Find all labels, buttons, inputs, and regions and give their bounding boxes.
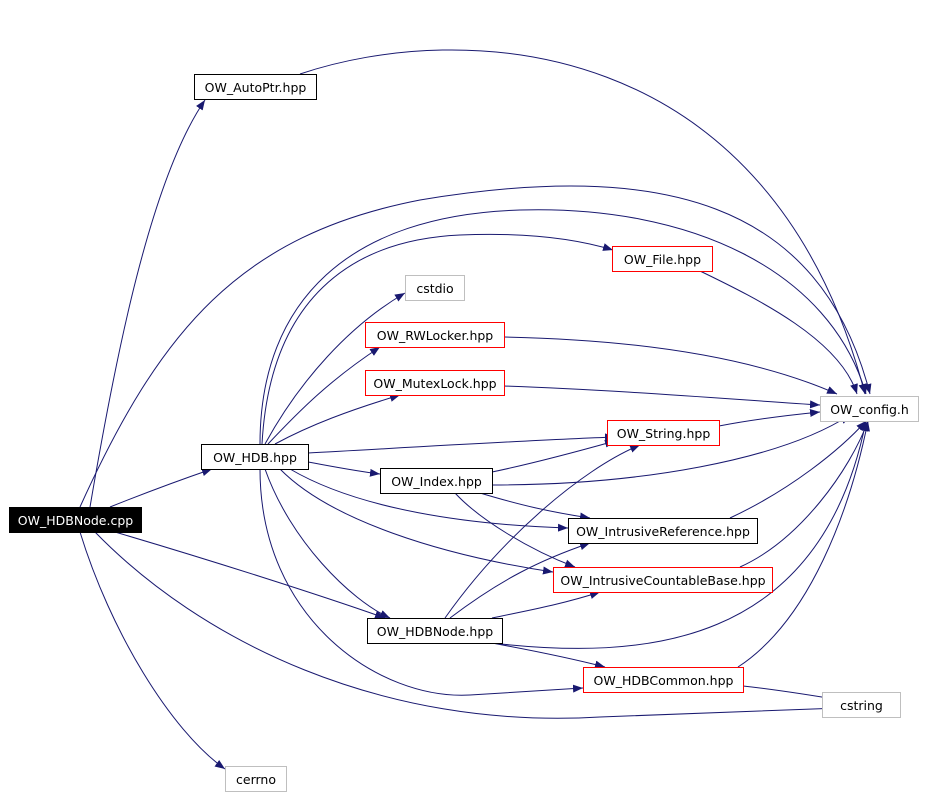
node-box-intrusivecountable <box>553 567 773 593</box>
edge-string-to-config <box>718 409 821 427</box>
edge-intrusivecountable-to-config <box>739 420 869 568</box>
node-cerrno[interactable]: cerrno <box>225 766 287 792</box>
node-label-index: OW_Index.hpp <box>391 474 482 489</box>
node-box-cerrno <box>225 766 287 792</box>
edge-intrusiveref-to-config <box>729 420 867 519</box>
edge-index-to-string <box>491 439 616 473</box>
edge-autoptr-to-config <box>299 49 867 395</box>
node-config[interactable]: OW_config.h <box>820 396 919 422</box>
node-label-rwlocker: OW_RWLocker.hpp <box>377 328 494 343</box>
edge-hdb-to-hdbcommon <box>259 468 584 696</box>
edge-hdb-to-file <box>261 233 614 445</box>
edge-hdb-to-intrusivecountable <box>279 468 554 575</box>
node-index[interactable]: OW_Index.hpp <box>380 468 493 494</box>
edge-index-to-intrusiveref <box>479 492 591 521</box>
node-label-hdbnode_hpp: OW_HDBNode.hpp <box>377 624 494 639</box>
node-autoptr[interactable]: OW_AutoPtr.hpp <box>194 74 317 100</box>
edge-hdbnode_cpp-to-cerrno <box>79 531 226 770</box>
node-box-file <box>612 246 713 272</box>
node-box-autoptr <box>194 74 317 100</box>
node-label-hdbcommon: OW_HDBCommon.hpp <box>594 673 734 688</box>
node-box-hdbcommon <box>583 667 744 693</box>
edge-index-to-config <box>491 414 851 486</box>
node-label-cerrno: cerrno <box>236 772 276 787</box>
node-box-mutexlock <box>365 370 505 396</box>
edge-index-to-intrusivecountable <box>454 492 576 568</box>
node-box-cstring <box>822 692 901 718</box>
edge-hdbnode_cpp-to-hdbnode_hpp <box>114 531 386 619</box>
edges-layer <box>79 49 872 770</box>
node-hdbnode_hpp[interactable]: OW_HDBNode.hpp <box>367 618 503 644</box>
node-box-cstdio <box>405 275 465 301</box>
node-box-string <box>607 420 720 446</box>
edge-hdbnode_hpp-to-intrusivecountable <box>491 591 601 619</box>
node-intrusivecountable[interactable]: OW_IntrusiveCountableBase.hpp <box>553 567 773 593</box>
node-label-hdb: OW_HDB.hpp <box>213 450 297 465</box>
node-file[interactable]: OW_File.hpp <box>612 246 713 272</box>
edge-hdb-to-index <box>307 461 381 477</box>
node-rwlocker[interactable]: OW_RWLocker.hpp <box>365 322 505 348</box>
node-hdb[interactable]: OW_HDB.hpp <box>201 444 309 470</box>
edge-hdb-to-intrusiveref <box>289 468 569 532</box>
edge-hdb-to-string <box>307 433 616 454</box>
node-label-string: OW_String.hpp <box>617 426 711 441</box>
node-label-autoptr: OW_AutoPtr.hpp <box>205 80 307 95</box>
nodes-layer: OW_HDBNode.cppOW_AutoPtr.hppOW_HDB.hppOW… <box>9 74 919 792</box>
node-string[interactable]: OW_String.hpp <box>607 420 720 446</box>
edge-hdb-to-config <box>259 209 868 445</box>
node-box-intrusiveref <box>568 518 758 544</box>
edge-hdbcommon-to-config <box>737 420 870 668</box>
node-label-intrusivecountable: OW_IntrusiveCountableBase.hpp <box>560 573 765 588</box>
edge-hdbnode_cpp-to-autoptr <box>89 99 206 508</box>
node-box-rwlocker <box>365 322 505 348</box>
edge-hdb-to-cstdio <box>264 292 406 445</box>
node-box-config <box>820 396 919 422</box>
node-intrusiveref[interactable]: OW_IntrusiveReference.hpp <box>568 518 758 544</box>
edge-rwlocker-to-config <box>503 336 838 395</box>
edge-hdbnode_hpp-to-string <box>444 444 641 619</box>
node-cstring[interactable]: cstring <box>822 692 901 718</box>
node-box-hdbnode_hpp <box>367 618 503 644</box>
node-box-hdbnode_cpp <box>9 507 142 533</box>
edge-hdbnode_hpp-to-intrusiveref <box>449 542 591 619</box>
node-label-hdbnode_cpp: OW_HDBNode.cpp <box>18 513 133 528</box>
edge-hdbnode_cpp-to-hdb <box>109 468 213 508</box>
edge-hdb-to-hdbnode_hpp <box>264 468 391 619</box>
edge-mutexlock-to-config <box>503 385 821 409</box>
node-label-cstdio: cstdio <box>416 281 453 296</box>
node-hdbnode_cpp[interactable]: OW_HDBNode.cpp <box>9 507 142 533</box>
node-box-index <box>380 468 493 494</box>
edge-hdbnode_cpp-to-cstring <box>94 531 841 719</box>
edge-hdbnode_cpp-to-config <box>79 185 872 508</box>
node-label-cstring: cstring <box>840 698 883 713</box>
node-mutexlock[interactable]: OW_MutexLock.hpp <box>365 370 505 396</box>
node-hdbcommon[interactable]: OW_HDBCommon.hpp <box>583 667 744 693</box>
node-label-config: OW_config.h <box>830 402 909 417</box>
node-cstdio[interactable]: cstdio <box>405 275 465 301</box>
edge-file-to-config <box>699 270 858 395</box>
edge-hdb-to-rwlocker <box>267 346 381 445</box>
edge-hdbnode_hpp-to-config <box>491 420 868 649</box>
node-label-file: OW_File.hpp <box>624 252 701 267</box>
edge-hdbnode_hpp-to-hdbcommon <box>491 642 606 669</box>
edge-hdb-to-mutexlock <box>274 394 401 445</box>
node-label-intrusiveref: OW_IntrusiveReference.hpp <box>576 524 750 539</box>
node-box-hdb <box>201 444 309 470</box>
node-label-mutexlock: OW_MutexLock.hpp <box>373 376 496 391</box>
